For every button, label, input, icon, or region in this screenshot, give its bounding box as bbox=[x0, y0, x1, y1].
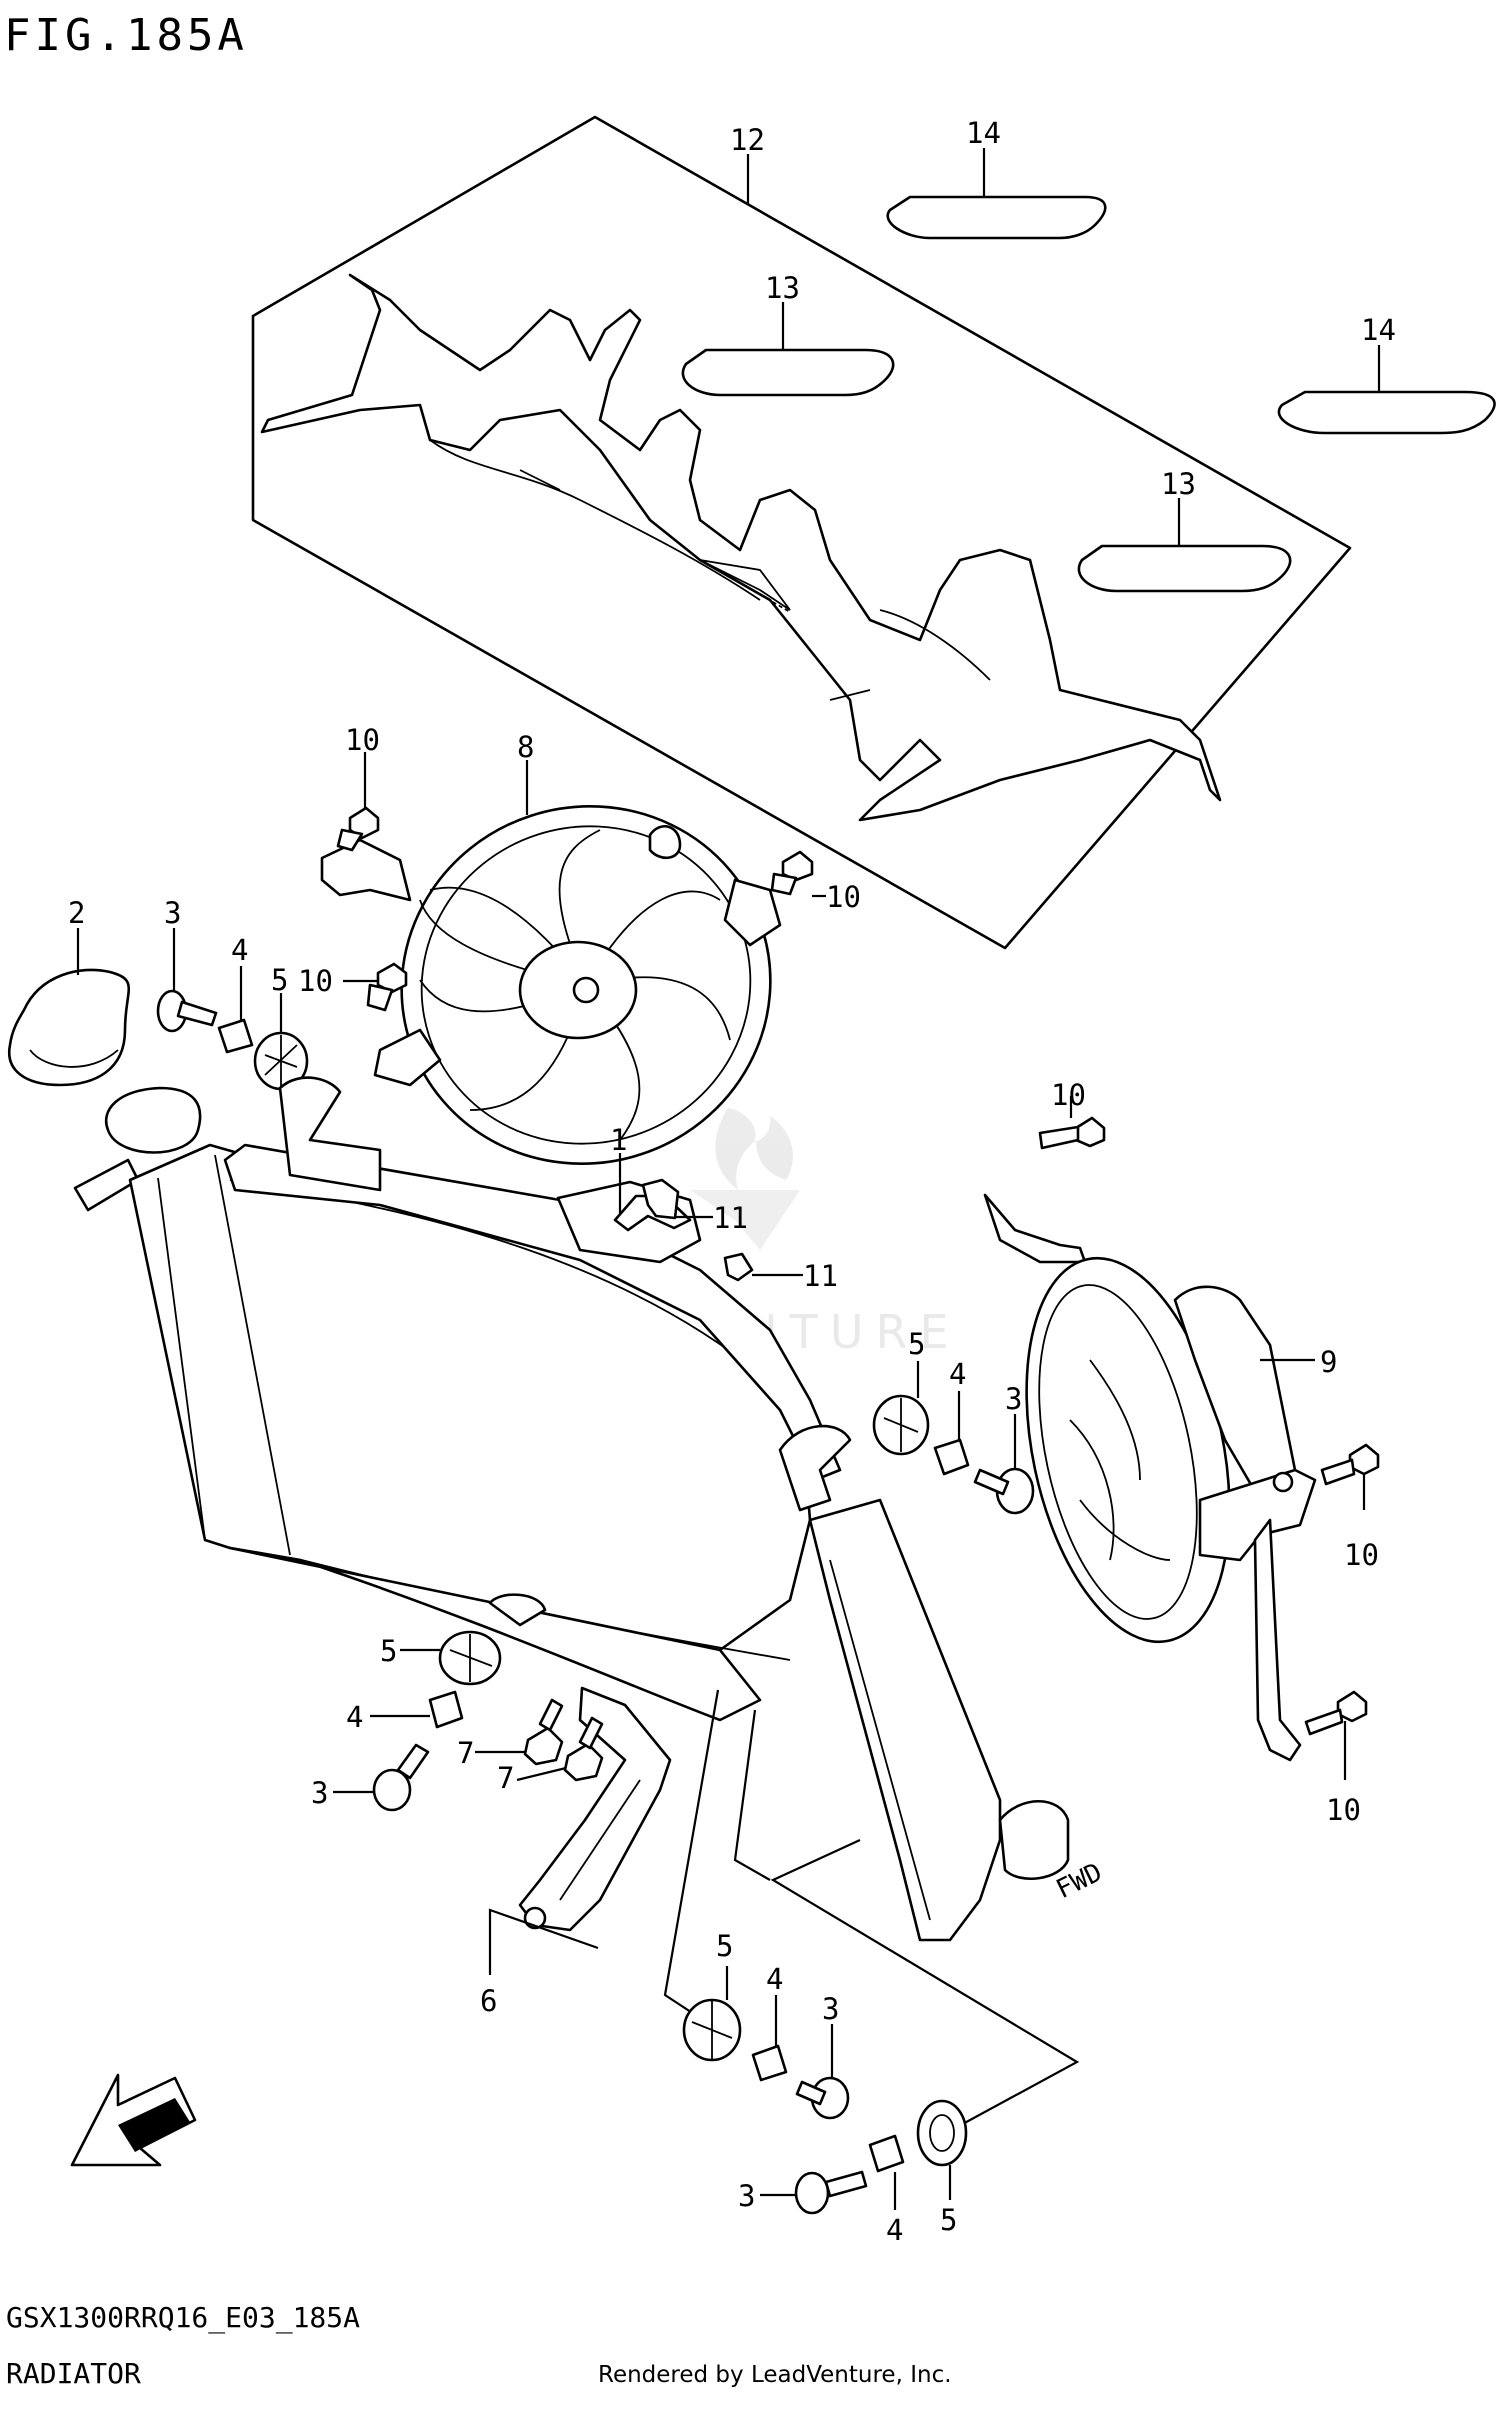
callout-13a[interactable]: 13 bbox=[765, 271, 800, 305]
callout-11b[interactable]: 11 bbox=[803, 1259, 838, 1293]
callout-9[interactable]: 9 bbox=[1320, 1345, 1337, 1379]
callout-3b[interactable]: 3 bbox=[1005, 1382, 1022, 1416]
grommet-5b[interactable] bbox=[872, 1394, 930, 1456]
collar-4d[interactable] bbox=[751, 2044, 788, 2082]
callout-10f[interactable]: 10 bbox=[1326, 1793, 1361, 1827]
grommet-5e[interactable] bbox=[916, 2099, 968, 2167]
callout-6[interactable]: 6 bbox=[480, 1984, 497, 2018]
callout-5b[interactable]: 5 bbox=[908, 1327, 925, 1361]
callout-10d[interactable]: 10 bbox=[1051, 1078, 1086, 1112]
collar-4b[interactable] bbox=[933, 1438, 970, 1476]
callout-4a[interactable]: 4 bbox=[231, 933, 248, 967]
bolt-10f[interactable] bbox=[1304, 1690, 1368, 1736]
bolt-3b[interactable] bbox=[973, 1467, 1035, 1515]
callout-8[interactable]: 8 bbox=[517, 730, 534, 764]
callout-10b[interactable]: 10 bbox=[826, 880, 861, 914]
clip-11a[interactable] bbox=[641, 1178, 680, 1220]
callout-5d[interactable]: 5 bbox=[716, 1929, 733, 1963]
bolt-10a[interactable] bbox=[336, 806, 380, 852]
leader-assembly-lower2 bbox=[733, 1709, 771, 1881]
callout-10c[interactable]: 10 bbox=[298, 964, 333, 998]
clip-11b[interactable] bbox=[723, 1252, 754, 1282]
bolt-3c[interactable] bbox=[372, 1743, 430, 1812]
callout-13b[interactable]: 13 bbox=[1161, 467, 1196, 501]
bolt-10b[interactable] bbox=[770, 850, 814, 896]
part-14-right-label[interactable] bbox=[1277, 390, 1496, 435]
part-9-sub-cooling-fan[interactable] bbox=[983, 1193, 1317, 1762]
radiator-core[interactable] bbox=[73, 1076, 1070, 1942]
figure-title: FIG.185A bbox=[4, 10, 248, 61]
bolt-10d[interactable] bbox=[1038, 1116, 1106, 1150]
callout-3a[interactable]: 3 bbox=[164, 896, 181, 930]
part-13-lower-label[interactable] bbox=[1077, 544, 1292, 593]
callout-1[interactable]: 1 bbox=[610, 1123, 627, 1157]
callout-7b[interactable]: 7 bbox=[497, 1761, 514, 1795]
collar-4e[interactable] bbox=[868, 2134, 905, 2173]
callout-5c[interactable]: 5 bbox=[380, 1634, 397, 1668]
collar-4c[interactable] bbox=[428, 1690, 464, 1729]
part-14-upper-label[interactable] bbox=[886, 195, 1107, 240]
callout-14a[interactable]: 14 bbox=[966, 116, 1001, 150]
callout-3c[interactable]: 3 bbox=[311, 1776, 328, 1810]
callout-10e[interactable]: 10 bbox=[1344, 1538, 1379, 1572]
callout-3e[interactable]: 3 bbox=[738, 2179, 755, 2213]
leader-assembly-lower bbox=[663, 1689, 720, 2019]
collar-4a[interactable] bbox=[217, 1018, 254, 1054]
callout-2[interactable]: 2 bbox=[68, 896, 85, 930]
model-code: GSX1300RRQ16_E03_185A bbox=[6, 2301, 360, 2335]
screw-7a[interactable] bbox=[523, 1698, 564, 1766]
part-2-radiator-cap[interactable] bbox=[7, 968, 131, 1087]
callout-5e[interactable]: 5 bbox=[940, 2203, 957, 2237]
callout-4d[interactable]: 4 bbox=[766, 1962, 783, 1996]
callout-11a[interactable]: 11 bbox=[713, 1201, 748, 1235]
callout-4b[interactable]: 4 bbox=[949, 1357, 966, 1391]
grommet-5c[interactable] bbox=[438, 1630, 502, 1686]
leader-6 bbox=[488, 1908, 599, 1975]
part-8-main-cooling-fan[interactable] bbox=[320, 759, 817, 1212]
callout-4c[interactable]: 4 bbox=[346, 1700, 363, 1734]
callout-14b[interactable]: 14 bbox=[1361, 313, 1396, 347]
callout-7a[interactable]: 7 bbox=[457, 1736, 474, 1770]
grommet-5d[interactable] bbox=[682, 1998, 742, 2062]
bolt-3e[interactable] bbox=[794, 2170, 868, 2215]
leader-7b bbox=[516, 1766, 567, 1782]
callout-10a[interactable]: 10 bbox=[345, 723, 380, 757]
bolt-3a[interactable] bbox=[156, 989, 218, 1033]
bolt-10e[interactable] bbox=[1320, 1443, 1380, 1486]
callout-3d[interactable]: 3 bbox=[822, 1992, 839, 2026]
rendered-by-credit: Rendered by LeadVenture, Inc. bbox=[598, 2362, 952, 2388]
section-name: RADIATOR bbox=[6, 2357, 141, 2390]
part-12-radiator-cover[interactable] bbox=[260, 273, 1222, 822]
bolt-10c[interactable] bbox=[366, 962, 408, 1012]
callout-12[interactable]: 12 bbox=[730, 123, 765, 157]
leader-assembly-bottom bbox=[770, 1839, 1080, 2133]
bolt-3d[interactable] bbox=[795, 2076, 850, 2120]
callout-5a[interactable]: 5 bbox=[271, 963, 288, 997]
part-13-upper-label[interactable] bbox=[681, 348, 895, 397]
screw-7b[interactable] bbox=[563, 1716, 604, 1782]
callout-4e[interactable]: 4 bbox=[886, 2213, 903, 2247]
